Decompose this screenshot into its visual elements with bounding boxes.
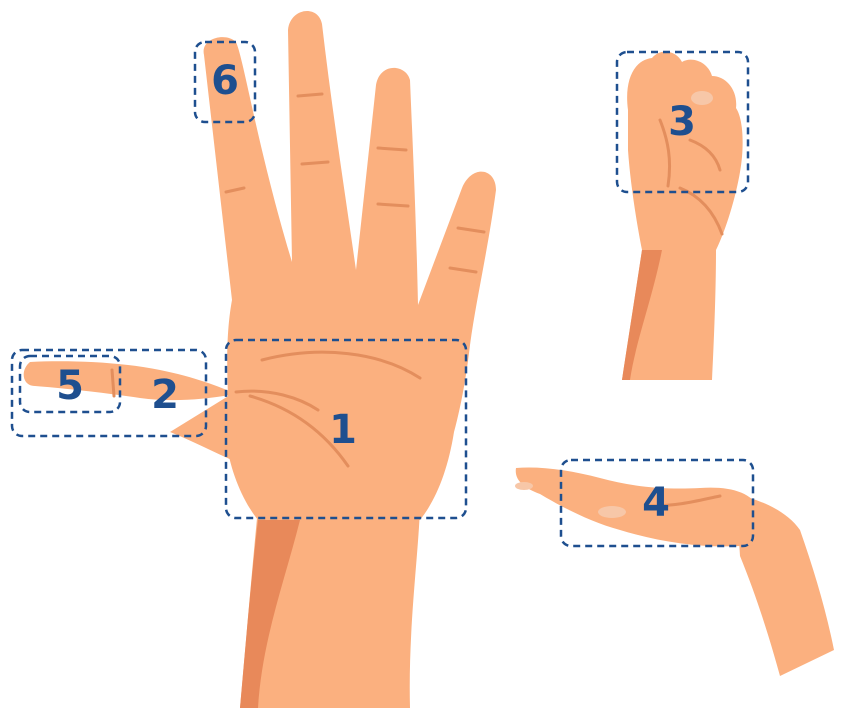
open-hand-illustration (24, 11, 496, 708)
region-label-5: 5 (56, 363, 84, 409)
palm-up-thumbnail (598, 506, 626, 518)
region-label-1: 1 (329, 407, 357, 453)
region-label-4: 4 (642, 480, 670, 526)
region-label-2: 2 (151, 372, 179, 418)
finger-crease-4 (378, 148, 406, 150)
thumb-crease (112, 370, 114, 396)
palm-up-fingernail (515, 482, 533, 490)
palm-up-hand (516, 467, 761, 546)
finger-crease-2 (298, 94, 322, 96)
finger-crease-5 (378, 204, 408, 206)
finger-crease-3 (302, 162, 328, 164)
region-label-6: 6 (211, 58, 239, 104)
region-label-3: 3 (668, 99, 696, 145)
fist-hand (627, 52, 743, 250)
palm-up-illustration (515, 467, 834, 676)
